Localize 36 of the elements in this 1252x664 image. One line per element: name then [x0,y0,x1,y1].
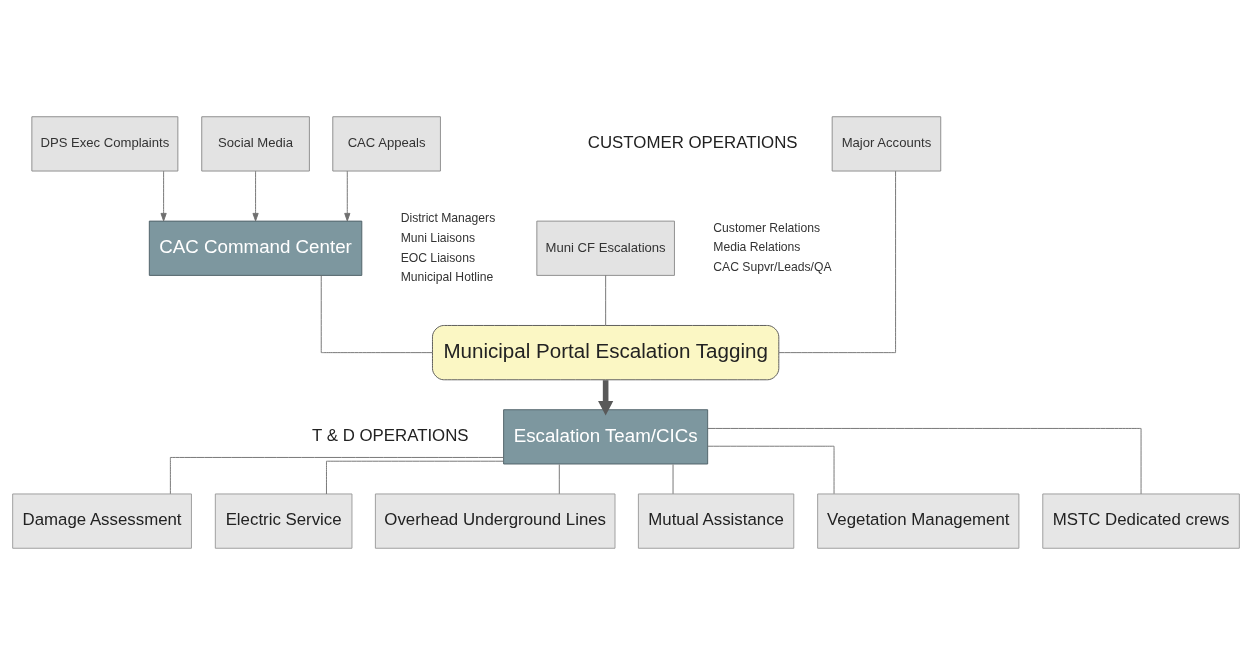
label: T & D OPERATIONS [312,425,469,445]
connector [778,170,897,353]
node-box: MSTC Dedicated crews [1042,493,1240,549]
connector [326,460,504,494]
node-box: Muni CF Escalations [536,220,675,276]
connector [707,427,1142,494]
node-box: Municipal Portal Escalation Tagging [432,324,780,380]
arrow [598,379,614,416]
connector [558,463,560,494]
label: Muni Liaisons [400,230,475,245]
node-box: DPS Exec Complaints [31,115,179,171]
arrow [344,170,351,221]
node-box: Mutual Assistance [637,493,795,549]
label: District Managers [400,210,496,225]
connector [169,456,505,494]
node-box: Vegetation Management [817,493,1020,549]
node-box: CAC Appeals [332,115,441,171]
connector [672,463,674,494]
label: CAC Supvr/Leads/QA [713,259,832,274]
label: Media Relations [713,239,801,254]
node-box: CAC Command Center [148,220,363,276]
label: EOC Liaisons [400,250,475,265]
node-box: Damage Assessment [12,493,192,549]
label: Customer Relations [713,220,821,235]
node-box: Social Media [201,115,310,171]
node-box: Major Accounts [831,115,942,171]
connector [320,274,433,353]
node-box: Overhead Underground Lines [374,493,616,549]
arrow [252,170,259,221]
node-box: Escalation Team/CICs [503,408,709,464]
connector [605,274,607,326]
connector [707,445,835,494]
node-box: Electric Service [214,493,353,549]
label: Municipal Hotline [400,269,494,284]
label: CUSTOMER OPERATIONS [587,132,798,152]
arrow [160,170,167,221]
